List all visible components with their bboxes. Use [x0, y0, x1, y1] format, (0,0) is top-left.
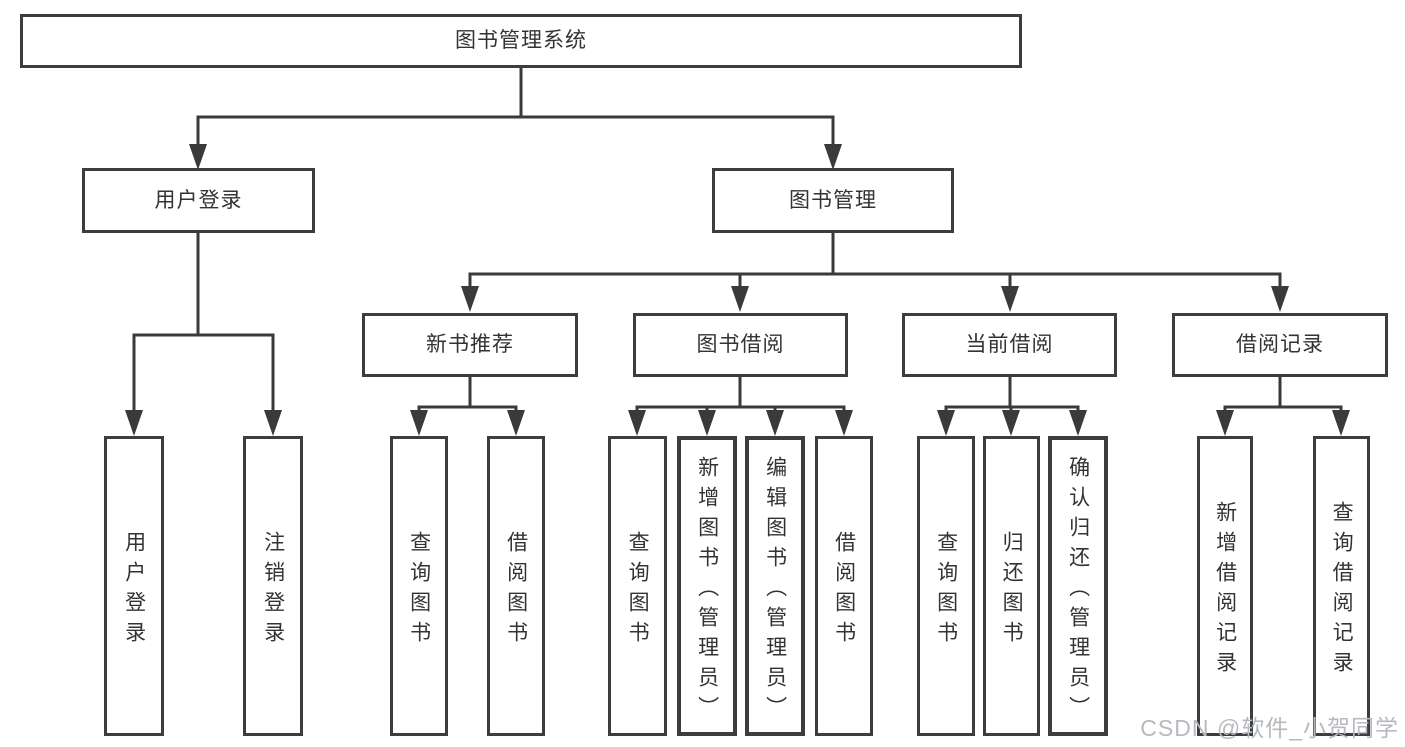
node-user-login: 用户登录 [82, 168, 315, 233]
leaf-query-borrow-record: 查询借阅记录 [1313, 436, 1370, 736]
node-library-management-system: 图书管理系统 [20, 14, 1022, 68]
node-book-management: 图书管理 [712, 168, 954, 233]
leaf-confirm-return-admin: 确认归还（管理员） [1048, 436, 1108, 736]
leaf-logout: 注销登录 [243, 436, 303, 736]
leaf-edit-books-admin: 编辑图书（管理员） [745, 436, 805, 736]
leaf-return-books: 归还图书 [983, 436, 1040, 736]
leaf-query-books: 查询图书 [917, 436, 975, 736]
node-current-borrowing: 当前借阅 [902, 313, 1117, 377]
node-book-borrowing: 图书借阅 [633, 313, 848, 377]
leaf-query-books: 查询图书 [390, 436, 448, 736]
leaf-user-login: 用户登录 [104, 436, 164, 736]
leaf-add-books-admin: 新增图书（管理员） [677, 436, 737, 736]
leaf-borrow-books: 借阅图书 [487, 436, 545, 736]
node-borrowing-records: 借阅记录 [1172, 313, 1388, 377]
leaf-borrow-books: 借阅图书 [815, 436, 873, 736]
node-new-book-recommendation: 新书推荐 [362, 313, 578, 377]
leaf-query-books: 查询图书 [608, 436, 667, 736]
csdn-watermark: CSDN @软件_小贺同学 [1140, 715, 1399, 741]
leaf-add-borrow-record: 新增借阅记录 [1197, 436, 1253, 736]
